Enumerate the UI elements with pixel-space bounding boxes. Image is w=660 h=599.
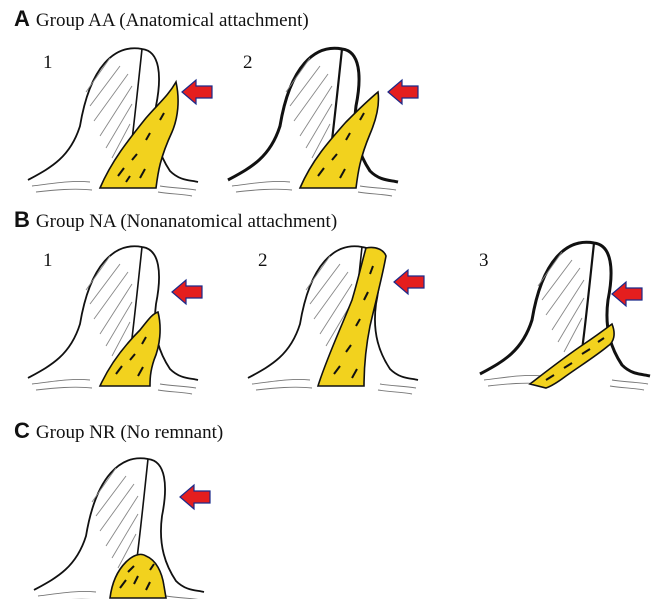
remnant-tissue [300,92,379,188]
panel-a2-illustration [228,48,418,196]
arrow-a1 [182,80,212,104]
arrow-c [180,485,210,509]
arrow-b3 [612,282,642,306]
arrow-b2 [394,270,424,294]
arrow-a2 [388,80,418,104]
remnant-tissue [530,324,614,388]
panel-a1-illustration [28,48,212,196]
remnant-tissue [100,82,178,188]
remnant-tissue [100,312,160,386]
panel-b2-illustration [248,246,424,394]
panel-b1-illustration [28,246,202,394]
panel-b3-illustration [480,242,650,390]
panel-c-illustration [34,458,210,599]
arrow-b1 [172,280,202,304]
